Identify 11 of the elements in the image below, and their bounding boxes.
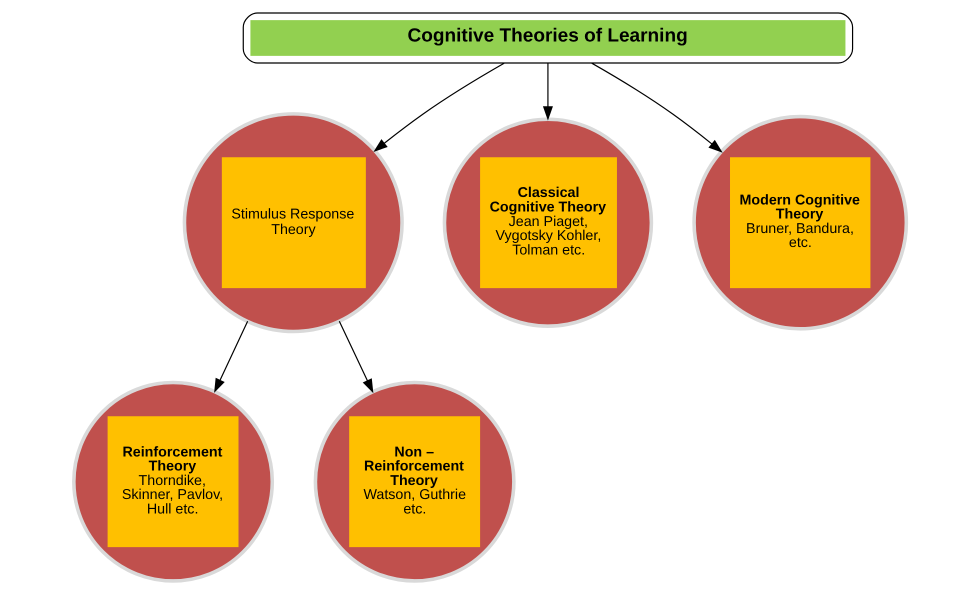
arrow xyxy=(373,62,504,152)
arrow xyxy=(214,321,248,393)
node-circle: Modern Cognitive Theory Bruner, Bandura, etc. xyxy=(692,114,908,331)
arrow xyxy=(338,321,374,394)
node-box: Cognitive Theories of Learning xyxy=(242,12,854,64)
node-circle: Stimulus Response Theory xyxy=(182,112,404,334)
arrow xyxy=(592,62,723,153)
node-circle: Reinforcement Theory Thorndike, Skinner, Pavlov, Hull etc. xyxy=(72,380,274,583)
arrow xyxy=(542,63,553,121)
node-circle: Classical Cognitive Theory Jean Piaget, Vygotsky Kohler, Tolman etc. xyxy=(442,117,654,328)
node-circle: Non – Reinforcement Theory Watson, Guthrie etc. xyxy=(314,380,516,583)
